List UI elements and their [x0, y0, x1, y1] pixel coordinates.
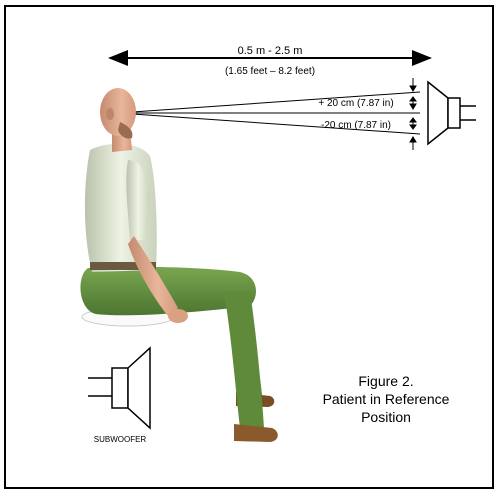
subwoofer-label: SUBWOOFER [94, 435, 147, 444]
figure-caption-line2: Position [361, 409, 411, 425]
figure-number: Figure 2. [358, 373, 413, 389]
distance-imperial-label: (1.65 feet – 8.2 feet) [225, 66, 315, 77]
main-speaker-icon [428, 82, 476, 144]
patient-figure [80, 88, 277, 442]
offset-above-label: + 20 cm (7.87 in) [318, 98, 393, 109]
offset-below-label: -20 cm (7.87 in) [321, 120, 391, 131]
subwoofer-icon [88, 348, 150, 428]
distance-metric-label: 0.5 m - 2.5 m [238, 45, 303, 57]
offset-ticks [410, 78, 416, 150]
figure-caption-line1: Patient in Reference [323, 391, 450, 407]
